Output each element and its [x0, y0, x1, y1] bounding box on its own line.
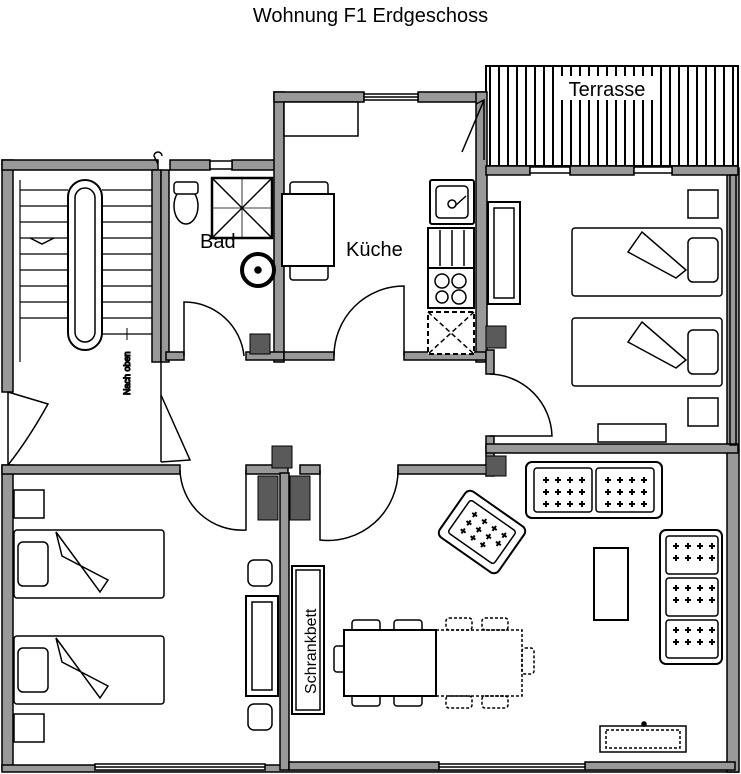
columns — [249, 325, 507, 521]
bed — [571, 227, 723, 297]
sofa-right — [659, 529, 723, 665]
kitchen: Küche — [281, 101, 475, 355]
bed — [571, 317, 723, 387]
chair — [247, 703, 273, 731]
bathroom: Bad — [173, 176, 276, 288]
kitchen-label: Küche — [346, 239, 403, 261]
chair — [247, 559, 273, 587]
murphy-bed-label: Schrankbett — [303, 608, 320, 694]
dining-table — [333, 617, 535, 709]
coffee-table — [593, 547, 629, 621]
dining-table-kitchen — [281, 181, 335, 281]
stairs-label: Nach oben — [122, 351, 132, 395]
doors — [7, 98, 553, 542]
sideboard — [599, 721, 687, 753]
counter — [427, 227, 475, 269]
nightstand — [687, 397, 719, 427]
bedroom-upper-right — [487, 189, 723, 443]
dishwasher — [427, 311, 475, 355]
terrace: Terrasse — [485, 65, 739, 167]
stairs: Nach oben — [19, 179, 152, 396]
nightstand — [687, 189, 719, 219]
bed — [13, 529, 165, 599]
washbasin — [240, 252, 276, 288]
sofa-top — [525, 461, 663, 519]
bed — [13, 635, 165, 705]
stair-treads — [20, 189, 152, 335]
sink — [429, 179, 475, 225]
plan-title: Wohnung F1 Erdgeschoss — [252, 5, 489, 27]
terrace-label: Terrasse — [569, 79, 646, 101]
windows — [94, 93, 737, 771]
living-room: Schrankbett — [291, 461, 723, 753]
stove — [427, 267, 475, 309]
shower-tray — [210, 176, 274, 240]
bath-label: Bad — [200, 231, 236, 253]
bench — [597, 423, 667, 443]
nightstand — [13, 489, 45, 519]
bedroom-left — [13, 489, 279, 743]
armchair — [437, 489, 527, 575]
nightstand — [13, 713, 45, 743]
